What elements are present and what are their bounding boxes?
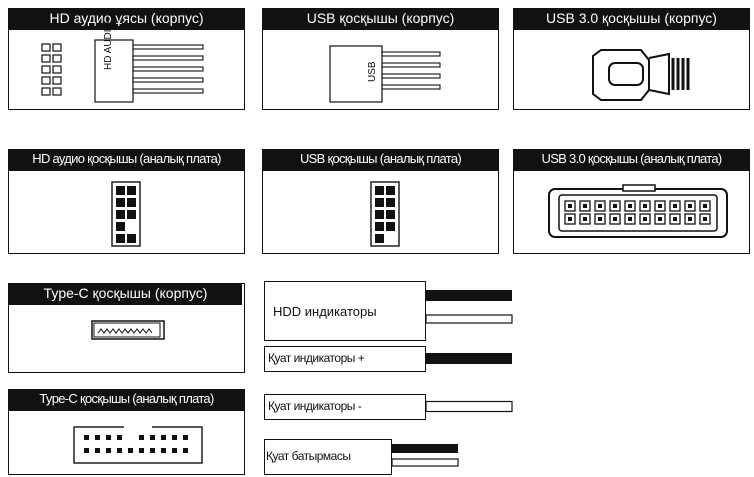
usb-board-title: USB қосқышы (аналық плата) <box>262 149 499 171</box>
hd-audio-board-panel: HD аудио қосқышы (аналық плата) <box>8 149 245 254</box>
typec-case-panel: Type-C қосқышы (корпус) <box>8 283 245 373</box>
usb3-pin-core <box>598 204 602 208</box>
usb3-pin-core <box>643 204 647 208</box>
usb3-pin-core <box>703 217 707 221</box>
power-led-plus-box <box>264 346 426 372</box>
typec-pin <box>172 435 177 440</box>
typec-case-title: Type-C қосқышы (корпус) <box>9 283 242 305</box>
power-led-minus-box <box>264 394 426 420</box>
usb3-case-diagram <box>592 49 690 101</box>
typec-pin <box>95 435 100 440</box>
usb3-board-header <box>548 184 728 238</box>
usb3-pin-core <box>583 204 587 208</box>
usb3-pin-core <box>613 204 617 208</box>
usb3-case-plug <box>592 49 650 101</box>
usb3-case-title: USB 3.0 қосқышы (корпус) <box>513 8 750 30</box>
typec-pin <box>161 435 166 440</box>
usb-wires <box>381 51 441 90</box>
usb3-pin-core <box>703 204 707 208</box>
typec-pin <box>84 448 89 453</box>
hd-audio-plug-label: HD AUDIO <box>103 21 114 70</box>
typec-pin <box>95 448 100 453</box>
typec-pin <box>139 435 144 440</box>
usb3-pin-core <box>613 217 617 221</box>
hd-audio-case-diagram <box>41 39 204 103</box>
typec-pin <box>117 435 122 440</box>
hd-audio-case-panel: HD аудио ұясы (корпус) <box>8 8 245 110</box>
typec-pin <box>183 435 188 440</box>
power-button-box <box>264 439 392 475</box>
typec-pin <box>106 435 111 440</box>
typec-pin <box>84 435 89 440</box>
usb3-pin-core <box>643 217 647 221</box>
usb3-pin-core <box>628 217 632 221</box>
power-led-plus-wire <box>426 353 512 364</box>
usb-case-panel: USB қосқышы (корпус) <box>262 8 499 110</box>
usb3-pin-core <box>688 204 692 208</box>
usb-plug-label: USB <box>367 61 378 82</box>
usb3-pin-core <box>688 217 692 221</box>
hdd-led-wires <box>425 290 513 324</box>
typec-board-title: Type-C қосқышы (аналық плата) <box>8 389 245 411</box>
usb3-pin-core <box>583 217 587 221</box>
usb3-pin-core <box>568 217 572 221</box>
usb3-board-title: USB 3.0 қосқышы (аналық плата) <box>513 149 750 171</box>
hd-audio-wires <box>132 44 204 94</box>
typec-case-diagram <box>91 320 165 340</box>
typec-pin <box>117 448 122 453</box>
hd-audio-pin-grid <box>41 43 62 96</box>
usb-case-diagram <box>329 45 441 103</box>
usb3-pin-core <box>568 204 572 208</box>
power-button-wires <box>391 444 459 467</box>
usb3-pin-core <box>658 217 662 221</box>
power-led-minus-wire <box>425 400 513 413</box>
typec-pin <box>128 448 133 453</box>
usb3-pin-core <box>673 204 677 208</box>
usb3-pin-core <box>658 204 662 208</box>
typec-pin <box>183 448 188 453</box>
usb3-pin-core <box>598 217 602 221</box>
typec-board-panel: Type-C қосқышы (аналық плата) <box>8 389 245 475</box>
power-led-minus-label: Қуат индикаторы - <box>268 399 362 413</box>
usb3-case-panel: USB 3.0 қосқышы (корпус) <box>513 8 750 110</box>
hdd-led-label: HDD индикаторы <box>273 304 377 319</box>
typec-board-header <box>73 425 203 464</box>
typec-pin <box>150 435 155 440</box>
typec-pin <box>161 448 166 453</box>
hd-audio-board-title: HD аудио қосқышы (аналық плата) <box>8 149 245 171</box>
typec-pin <box>150 448 155 453</box>
hd-audio-case-title: HD аудио ұясы (корпус) <box>8 8 245 30</box>
power-led-plus-label: Қуат индикаторы + <box>268 351 365 365</box>
typec-pin <box>106 448 111 453</box>
hd-audio-plug-body <box>94 39 134 103</box>
typec-pin <box>139 448 144 453</box>
usb-board-header <box>370 181 400 247</box>
hd-audio-board-header <box>111 181 141 247</box>
typec-pin <box>172 448 177 453</box>
usb3-pin-core <box>673 217 677 221</box>
usb-case-title: USB қосқышы (корпус) <box>262 8 499 30</box>
hdd-led-box <box>264 281 426 341</box>
power-button-label: Қуат батырмасы <box>266 449 351 463</box>
usb3-pin-core <box>628 204 632 208</box>
